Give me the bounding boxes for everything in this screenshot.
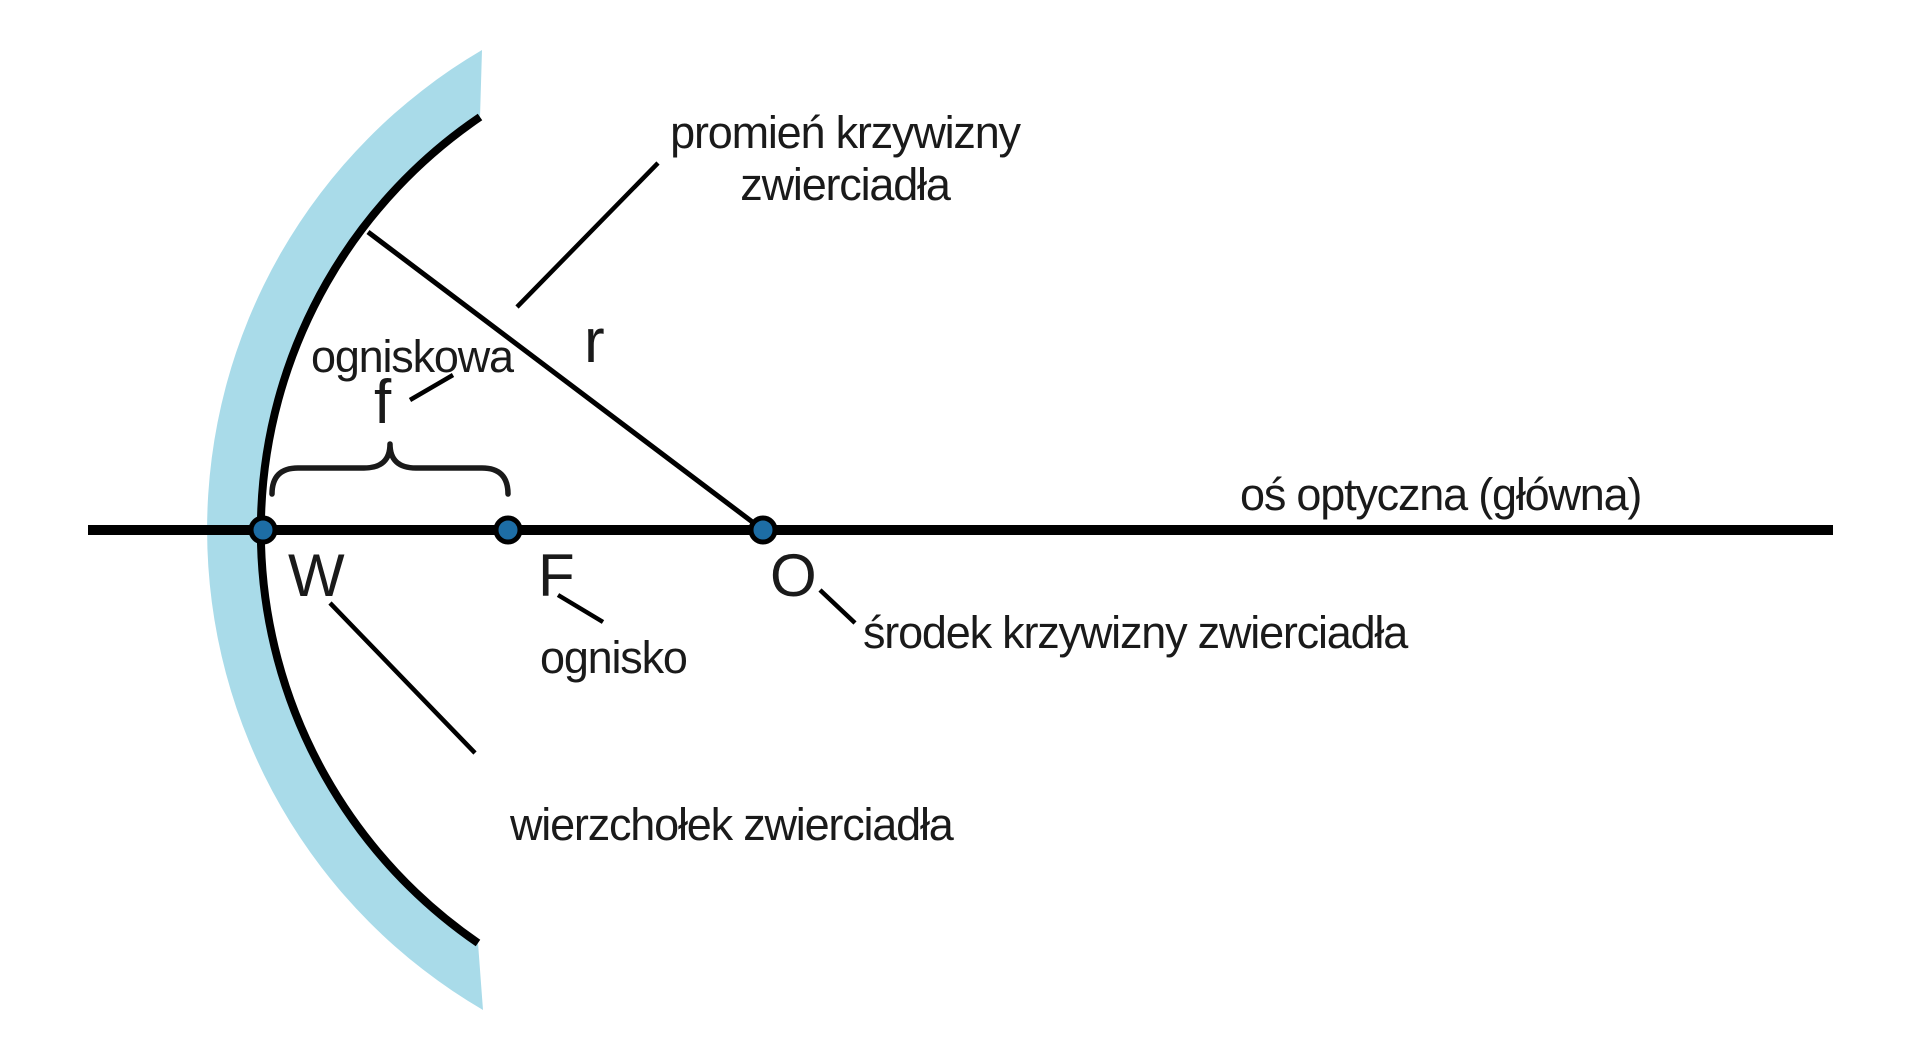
radius-caption-leader	[515, 161, 660, 309]
radius-line	[366, 230, 765, 532]
vertex-caption: wierzchołek zwierciadła	[510, 799, 954, 850]
focal-symbol: f	[374, 368, 392, 437]
mirror-band	[207, 50, 483, 1010]
vertex-point-label: W	[288, 542, 345, 609]
center-caption: środek krzywizny zwierciadła	[863, 607, 1408, 658]
focal-caption-leader	[408, 373, 455, 402]
center-point-dot	[748, 515, 778, 545]
radius-caption-line1: promień krzywizny	[670, 107, 1021, 158]
vertex-caption-leader	[328, 601, 477, 755]
focal-caption: ogniskowa	[311, 331, 514, 382]
focus-point-label: F	[538, 542, 575, 609]
focus-point-dot	[493, 515, 523, 545]
radius-caption-line2: zwierciadła	[740, 159, 951, 211]
focus-caption: ognisko	[540, 632, 688, 683]
focal-length-brace	[269, 441, 511, 497]
center-caption-leader	[818, 588, 857, 625]
focus-caption-leader	[556, 593, 605, 624]
center-point-label: O	[770, 542, 817, 609]
radius-caption: promień krzywizny zwierciadła	[545, 107, 1145, 211]
vertex-point-dot	[248, 515, 278, 545]
radius-symbol: r	[584, 307, 605, 376]
axis-caption: oś optyczna (główna)	[1240, 469, 1642, 520]
